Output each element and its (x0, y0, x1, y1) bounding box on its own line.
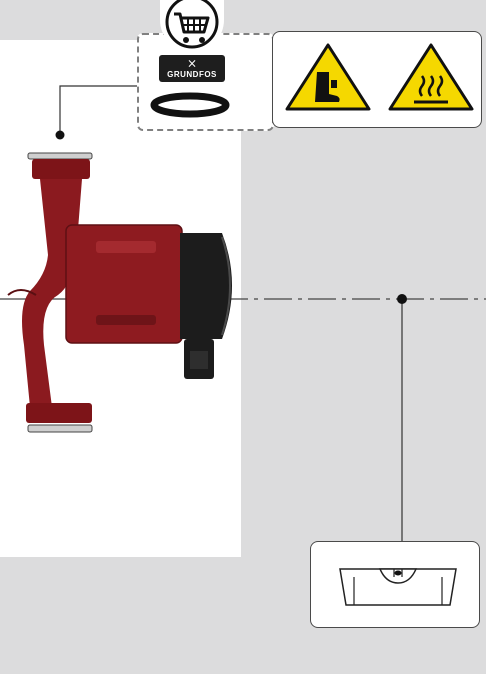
parts-leader-line (59, 85, 137, 135)
circulator-pump-illustration (7, 152, 232, 433)
level-leader-dot (397, 294, 407, 304)
grundfos-logo: ⨯ GRUNDFOS (159, 55, 225, 82)
gasket-ring-icon (150, 92, 230, 118)
shopping-cart-icon[interactable] (160, 0, 224, 50)
grundfos-brand-text: GRUNDFOS (167, 70, 217, 79)
safety-boot-warning-icon (285, 43, 371, 111)
spirit-level-icon (339, 568, 457, 606)
parts-leader-dot (55, 130, 65, 140)
grundfos-mark-icon: ⨯ (186, 56, 198, 70)
hot-surface-warning-icon (388, 43, 474, 111)
